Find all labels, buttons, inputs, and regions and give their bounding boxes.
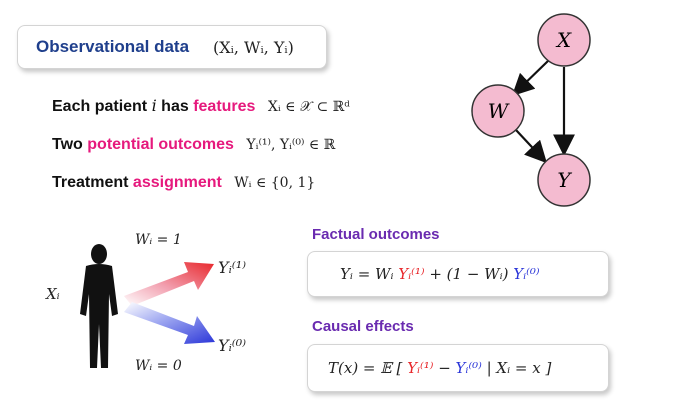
causal-graph: X W Y [471,13,591,207]
treated-arrow [124,262,214,306]
node-y [537,153,591,207]
row-outcomes-math: Yᵢ⁽¹⁾, Yᵢ⁽⁰⁾ ∈ ℝ [246,137,336,153]
treated-assignment-label: Wᵢ = 1 [135,232,182,248]
control-assignment-label: Wᵢ = 0 [135,358,182,374]
edge-x-w [511,59,550,97]
factual-part-3: + (1 − Wᵢ) [424,265,514,283]
row-assignment-highlight: assignment [132,174,222,191]
node-w [471,84,525,138]
node-x-label: X [555,28,572,52]
row-features-mid: has [161,98,189,115]
row-assignment: Treatment assignment Wᵢ ∈ {0, 1} [52,174,315,192]
causal-formula: T(x) = 𝔼 [ Yᵢ⁽¹⁾ − Yᵢ⁽⁰⁾ | Xᵢ = x ] [328,359,551,377]
factual-heading: Factual outcomes [312,226,440,243]
row-features-highlight: features [193,98,256,115]
observational-math: (Xᵢ, Wᵢ, Yᵢ) [213,38,294,57]
control-outcome-label: Yᵢ⁽⁰⁾ [218,336,247,355]
row-features-pre: Each patient [52,98,148,115]
causal-control-term: Yᵢ⁽⁰⁾ [455,359,482,377]
causal-treated-term: Yᵢ⁽¹⁾ [407,359,434,377]
causal-part-5: | Xᵢ = x ] [481,359,552,377]
patient-silhouette-icon [80,244,118,368]
factual-part-1: Yᵢ = Wᵢ [340,265,399,283]
row-features-var: i [151,96,157,115]
row-potential-outcomes: Two potential outcomes Yᵢ⁽¹⁾, Yᵢ⁽⁰⁾ ∈ ℝ [52,136,335,154]
observational-title: Observational data [36,37,190,56]
row-outcomes-pre: Two [52,136,83,153]
factual-formula: Yᵢ = Wᵢ Yᵢ⁽¹⁾ + (1 − Wᵢ) Yᵢ⁽⁰⁾ [340,265,540,283]
node-y-label: Y [557,168,572,192]
row-assignment-math: Wᵢ ∈ {0, 1} [234,175,316,191]
factual-control-term: Yᵢ⁽⁰⁾ [513,265,540,283]
row-features: Each patient i has features Xᵢ ∈ 𝒳 ⊂ ℝᵈ [52,96,350,116]
control-arrow [124,302,215,344]
edge-w-y [515,129,548,164]
treatment-arrows [124,262,215,344]
patient-label: Xᵢ [46,285,60,303]
observational-data-box: Observational data (Xᵢ, Wᵢ, Yᵢ) [17,25,327,69]
row-outcomes-highlight: potential outcomes [87,136,234,153]
causal-minus: − [433,359,456,377]
row-features-math: Xᵢ ∈ 𝒳 ⊂ ℝᵈ [267,99,350,115]
causal-formula-box: T(x) = 𝔼 [ Yᵢ⁽¹⁾ − Yᵢ⁽⁰⁾ | Xᵢ = x ] [307,344,609,392]
factual-treated-term: Yᵢ⁽¹⁾ [398,265,425,283]
factual-formula-box: Yᵢ = Wᵢ Yᵢ⁽¹⁾ + (1 − Wᵢ) Yᵢ⁽⁰⁾ [307,251,609,297]
row-assignment-pre: Treatment [52,174,129,191]
node-x [537,13,591,67]
node-w-label: W [488,99,510,123]
treated-outcome-label: Yᵢ⁽¹⁾ [218,258,247,277]
causal-heading: Causal effects [312,318,414,335]
causal-part-1: T(x) = 𝔼 [ [328,359,408,377]
